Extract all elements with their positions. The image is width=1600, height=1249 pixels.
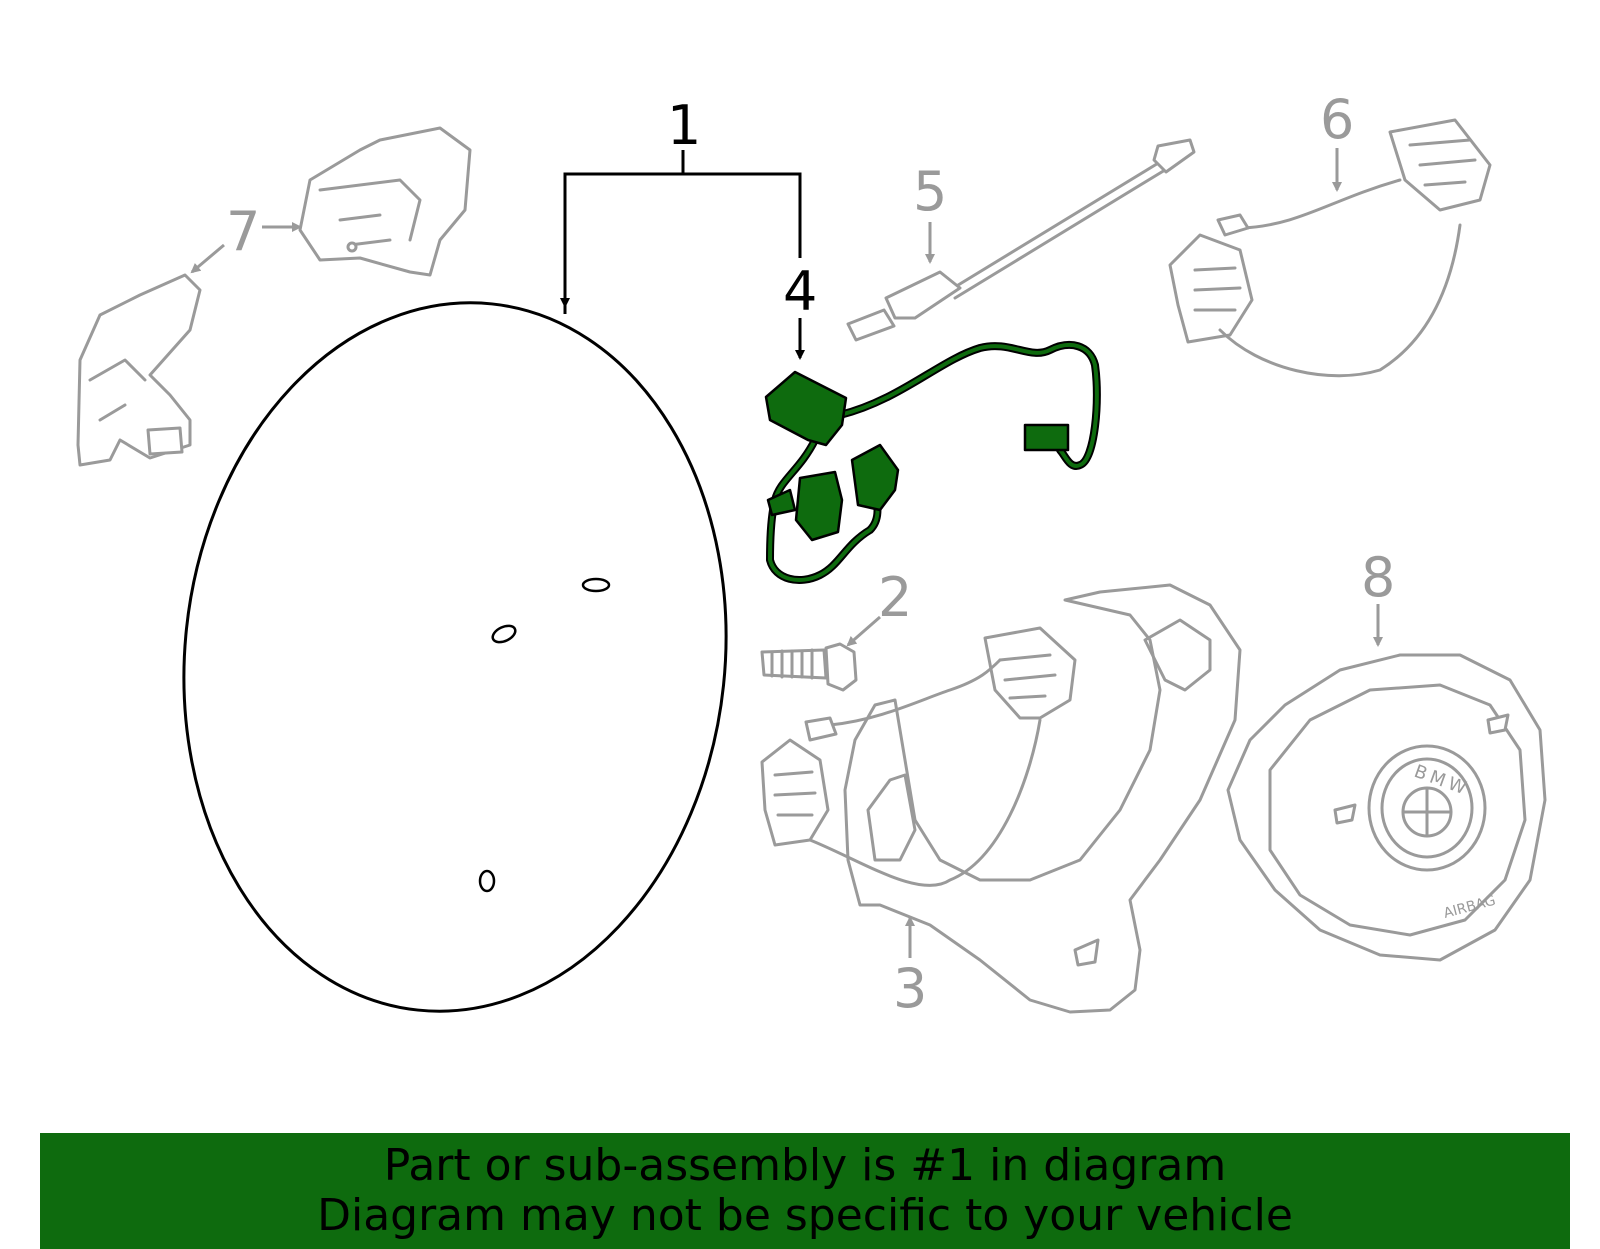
steering-wheel-part-1[interactable] [149, 276, 760, 1039]
callout-2: 2 [878, 566, 912, 629]
callout-8: 8 [1361, 546, 1395, 609]
callout-1: 1 [667, 94, 701, 157]
wheel-hole [478, 869, 496, 893]
harness-clip [766, 488, 797, 517]
bolt-part-2[interactable] [760, 642, 858, 692]
cable-part-5[interactable] [846, 138, 1196, 342]
harness-switch-connector [850, 443, 900, 512]
callout-7: 7 [226, 200, 260, 263]
harness-end-connector [1023, 423, 1070, 452]
info-banner: Part or sub-assembly is #1 in diagram Di… [40, 1133, 1570, 1249]
callout-6: 6 [1320, 88, 1354, 151]
bmw-emblem [1380, 757, 1474, 859]
wiring-harness-part-4[interactable] [764, 341, 1101, 584]
airbag-part-8[interactable]: AIRBAG BMW [1226, 653, 1547, 962]
callout-1-bracket [560, 150, 802, 314]
harness-switch-connector [794, 470, 844, 542]
wheel-hole [491, 624, 517, 644]
trim-cover-part-7[interactable] [76, 126, 472, 467]
callout-5: 5 [913, 160, 947, 223]
callout-4: 4 [783, 260, 817, 323]
switch-assembly-part-6[interactable] [1168, 118, 1492, 378]
wheel-hole [581, 577, 611, 593]
callout-3: 3 [893, 957, 927, 1020]
banner-line-1: Part or sub-assembly is #1 in diagram [383, 1140, 1227, 1191]
trim-cover-part-3[interactable] [760, 583, 1242, 1014]
harness-main-connector [764, 370, 848, 447]
banner-line-2: Diagram may not be specific to your vehi… [317, 1190, 1293, 1241]
